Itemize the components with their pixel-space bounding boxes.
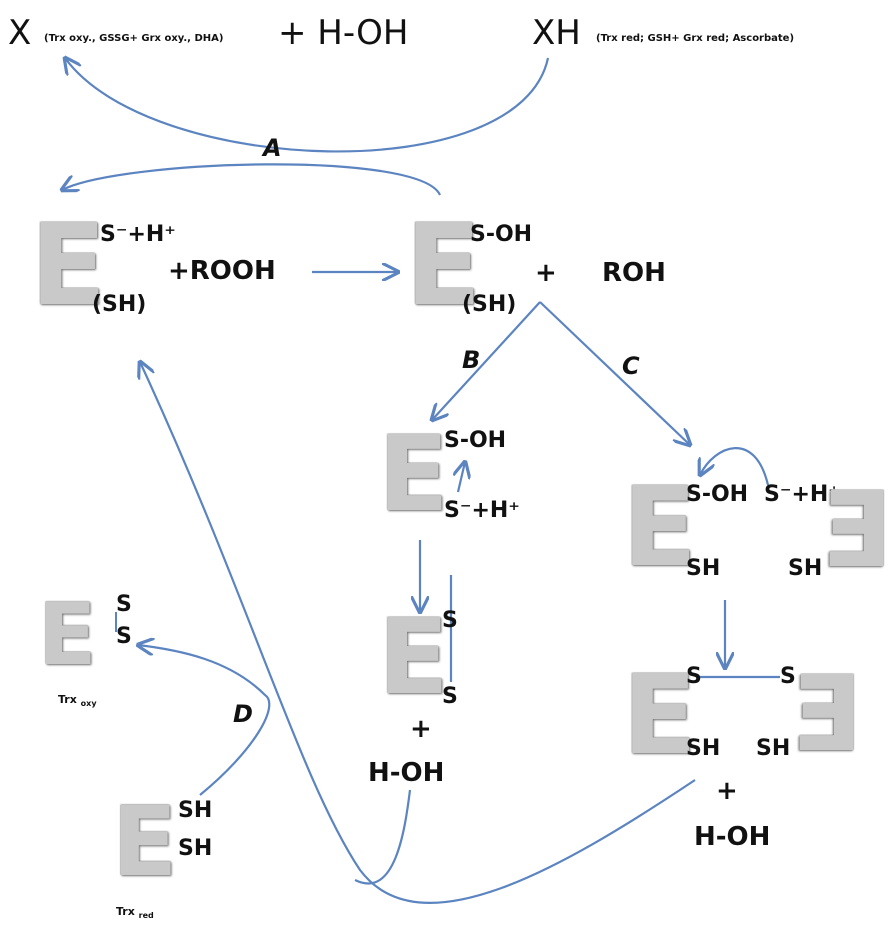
state2-top: S-OH (470, 222, 533, 247)
enzyme-icon: E (622, 651, 698, 779)
plus-rooh: +ROOH (168, 256, 276, 286)
trx-oxy-bond (115, 612, 117, 632)
enzyme-reverse-icon: E (792, 653, 864, 775)
xh-note: (Trx red; GSH+ Grx red; Ascorbate) (596, 33, 795, 44)
roh-label: ROH (602, 258, 666, 288)
enzyme-icon: E (622, 463, 698, 591)
c-right-top: S⁻+H⁺ (764, 482, 840, 507)
c-low-right: SH (756, 736, 791, 761)
b-top: S-OH (444, 428, 507, 453)
label-d: D (233, 700, 253, 728)
label-a: A (263, 134, 282, 162)
enzyme-icon: E (405, 201, 482, 331)
enzyme-icon: E (112, 786, 178, 898)
label-c: C (622, 352, 640, 380)
b-plus: + (410, 714, 432, 744)
state2-bottom: (SH) (462, 292, 517, 317)
arrow-oxidized-to-reduced (62, 163, 442, 196)
enzyme-reverse-icon: E (822, 469, 891, 591)
enzyme-icon: E (378, 596, 450, 718)
state1-bottom: (SH) (92, 292, 147, 317)
c-left-top: S-OH (686, 482, 749, 507)
c-link-right: S (780, 664, 796, 689)
trx-oxy-s2: S (116, 624, 132, 649)
x-label: X (8, 13, 32, 53)
arrow-xh-to-x (65, 58, 550, 153)
c-link-left: S (686, 664, 702, 689)
label-b: B (462, 346, 481, 374)
arrow-branch-c (539, 301, 690, 445)
arrow-trx-red-to-oxy (138, 645, 271, 796)
c-left-bottom: SH (686, 556, 721, 581)
b-ss-top: S (442, 608, 458, 633)
enzyme-icon: E (378, 413, 450, 535)
arrow-c-internal (700, 447, 770, 486)
state1-top: S⁻+H⁺ (100, 222, 176, 247)
trx-oxy-s1: S (116, 592, 132, 617)
c-right-bottom: SH (788, 556, 823, 581)
c-plus: + (716, 776, 738, 806)
xh-label: XH (532, 13, 581, 53)
c-water: H-OH (694, 822, 771, 852)
arrow-branch-b (432, 301, 541, 420)
enzyme-icon: E (30, 201, 107, 331)
b-ss-bottom: S (442, 684, 458, 709)
trx-red-sh1: SH (178, 798, 213, 823)
arrow-regeneration (140, 362, 696, 904)
trx-oxy-label: Trx oxy (58, 693, 97, 709)
arrow-b-internal (458, 462, 465, 493)
x-note: (Trx oxy., GSSG+ Grx oxy., DHA) (44, 33, 224, 44)
state2-plus: + (535, 258, 557, 288)
b-water: H-OH (368, 758, 445, 788)
c-low-left: SH (686, 736, 721, 761)
b-bottom: S⁻+H⁺ (444, 498, 520, 523)
trx-red-label: Trx red (116, 905, 154, 921)
arrow-water-b-join (354, 789, 412, 885)
trx-red-sh2: SH (178, 836, 213, 861)
enzyme-icon: E (38, 585, 97, 685)
water-label-top: + H-OH (278, 13, 409, 53)
